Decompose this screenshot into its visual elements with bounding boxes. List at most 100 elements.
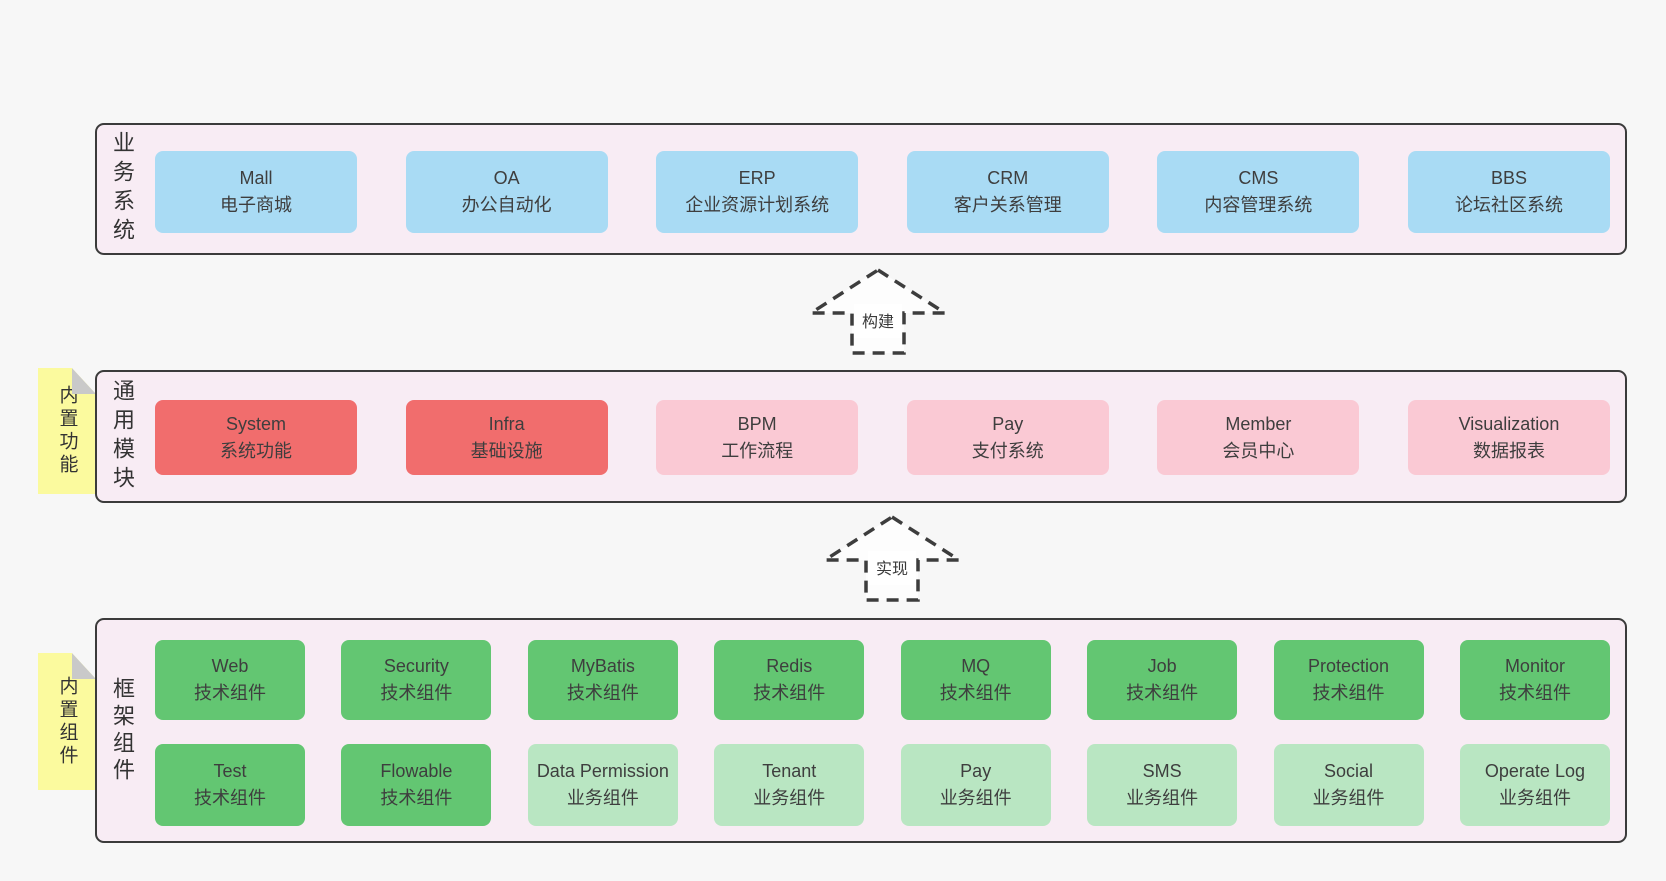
box-title: CMS: [1238, 168, 1279, 188]
box-title: Pay: [960, 761, 992, 781]
box-job: Job 技术组件: [1087, 640, 1238, 720]
box-pay-business: Pay 业务组件: [900, 744, 1051, 826]
box-title: Tenant: [762, 761, 817, 781]
box-subtitle: 技术组件: [939, 683, 1012, 703]
box-subtitle: 数据报表: [1472, 440, 1545, 461]
box-subtitle: 技术组件: [753, 683, 826, 703]
box-subtitle: 办公自动化: [461, 195, 552, 215]
arrow-up-implement-icon: 实现: [819, 514, 965, 602]
box-test: Test 技术组件: [155, 744, 305, 826]
folded-corner-icon: [72, 368, 96, 394]
box-mall: Mall 电子商城: [155, 151, 357, 233]
box-subtitle: 技术组件: [380, 683, 453, 703]
box-title: MyBatis: [570, 656, 635, 676]
box-subtitle: 电子商城: [220, 195, 292, 215]
box-title: SMS: [1142, 761, 1182, 781]
panel-components-label: 框架组件: [110, 676, 135, 785]
box-title: MQ: [961, 656, 991, 676]
box-web: Web 技术组件: [155, 640, 305, 720]
box-title: Mall: [239, 168, 273, 188]
box-subtitle: 技术组件: [194, 788, 266, 808]
box-subtitle: 技术组件: [1498, 683, 1571, 703]
box-subtitle: 技术组件: [380, 788, 453, 808]
box-title: BPM: [737, 413, 777, 434]
box-subtitle: 技术组件: [566, 683, 639, 703]
box-title: BBS: [1490, 168, 1527, 188]
note-label: 内置功能: [56, 385, 78, 477]
box-system: System 系统功能: [155, 400, 357, 475]
arrow-implement-label: 实现: [876, 560, 908, 578]
box-mq: MQ 技术组件: [900, 640, 1051, 720]
box-monitor: Monitor 技术组件: [1459, 640, 1610, 720]
box-bbs: BBS 论坛社区系统: [1407, 151, 1610, 233]
box-title: Redis: [766, 656, 813, 676]
box-subtitle: 内容管理系统: [1204, 195, 1313, 215]
box-tenant: Tenant 业务组件: [714, 744, 865, 826]
box-subtitle: 会员中心: [1222, 440, 1295, 461]
box-member: Member 会员中心: [1157, 400, 1360, 475]
box-title: Infra: [488, 413, 525, 434]
modules-box-row: System 系统功能 Infra 基础设施 BPM 工作流程 Pay 支付系统…: [155, 400, 1610, 475]
arrow-build-label: 构建: [862, 313, 894, 331]
box-cms: CMS 内容管理系统: [1157, 151, 1360, 233]
box-title: CRM: [987, 168, 1029, 188]
box-sms: SMS 业务组件: [1087, 744, 1238, 826]
box-title: Web: [211, 656, 249, 676]
box-mybatis: MyBatis 技术组件: [527, 640, 678, 720]
components-box-row-2: Test 技术组件 Flowable 技术组件 Data Permission …: [155, 744, 1610, 826]
panel-modules-label: 通用模块: [110, 378, 135, 495]
box-infra: Infra 基础设施: [405, 400, 608, 475]
box-subtitle: 技术组件: [194, 683, 266, 703]
note-built-in-components: 内置组件: [38, 653, 96, 790]
box-title: Pay: [992, 413, 1024, 434]
business-box-row: Mall 电子商城 OA 办公自动化 ERP 企业资源计划系统 CRM 客户关系…: [155, 151, 1610, 233]
box-subtitle: 业务组件: [1126, 788, 1199, 808]
box-title: Data Permission: [536, 761, 669, 781]
box-flowable: Flowable 技术组件: [341, 744, 492, 826]
box-visualization: Visualization 数据报表: [1407, 400, 1610, 475]
box-subtitle: 技术组件: [1312, 683, 1385, 703]
box-oa: OA 办公自动化: [405, 151, 608, 233]
box-bpm: BPM 工作流程: [656, 400, 859, 475]
box-redis: Redis 技术组件: [714, 640, 865, 720]
box-data-permission: Data Permission 业务组件: [527, 744, 678, 826]
box-title: OA: [493, 168, 520, 188]
box-subtitle: 业务组件: [939, 788, 1012, 808]
box-title: Monitor: [1504, 656, 1565, 676]
arrow-up-build-icon: 构建: [805, 267, 951, 355]
panel-framework-components: 框架组件 Web 技术组件 Security 技术组件 MyBatis 技术组件…: [95, 618, 1627, 843]
box-title: System: [225, 413, 286, 434]
box-title: Visualization: [1458, 413, 1560, 434]
box-subtitle: 业务组件: [753, 788, 826, 808]
box-protection: Protection 技术组件: [1273, 640, 1424, 720]
panel-common-modules: 通用模块 System 系统功能 Infra 基础设施 BPM 工作流程 Pay…: [95, 370, 1627, 503]
box-operate-log: Operate Log 业务组件: [1459, 744, 1610, 826]
box-title: ERP: [738, 168, 776, 188]
box-social: Social 业务组件: [1273, 744, 1424, 826]
box-pay: Pay 支付系统: [906, 400, 1109, 475]
box-subtitle: 基础设施: [470, 440, 543, 461]
box-title: Protection: [1308, 656, 1390, 676]
box-crm: CRM 客户关系管理: [906, 151, 1109, 233]
folded-corner-icon: [72, 653, 96, 679]
box-security: Security 技术组件: [341, 640, 492, 720]
box-subtitle: 论坛社区系统: [1454, 195, 1563, 215]
box-subtitle: 企业资源计划系统: [685, 195, 830, 215]
box-title: Job: [1147, 656, 1177, 676]
box-subtitle: 业务组件: [566, 788, 639, 808]
box-title: Operate Log: [1484, 761, 1585, 781]
box-subtitle: 客户关系管理: [953, 195, 1062, 215]
box-subtitle: 支付系统: [971, 440, 1044, 461]
components-box-row-1: Web 技术组件 Security 技术组件 MyBatis 技术组件 Redi…: [155, 640, 1610, 720]
box-subtitle: 工作流程: [721, 440, 794, 461]
box-title: Flowable: [380, 761, 453, 781]
box-erp: ERP 企业资源计划系统: [656, 151, 859, 233]
box-title: Social: [1324, 761, 1374, 781]
box-subtitle: 业务组件: [1312, 788, 1385, 808]
note-built-in-functions: 内置功能: [38, 368, 96, 494]
box-subtitle: 业务组件: [1498, 788, 1571, 808]
panel-business-systems: 业务系统 Mall 电子商城 OA 办公自动化 ERP 企业资源计划系统 CRM…: [95, 123, 1627, 255]
box-subtitle: 系统功能: [220, 440, 292, 461]
box-title: Security: [383, 656, 449, 676]
